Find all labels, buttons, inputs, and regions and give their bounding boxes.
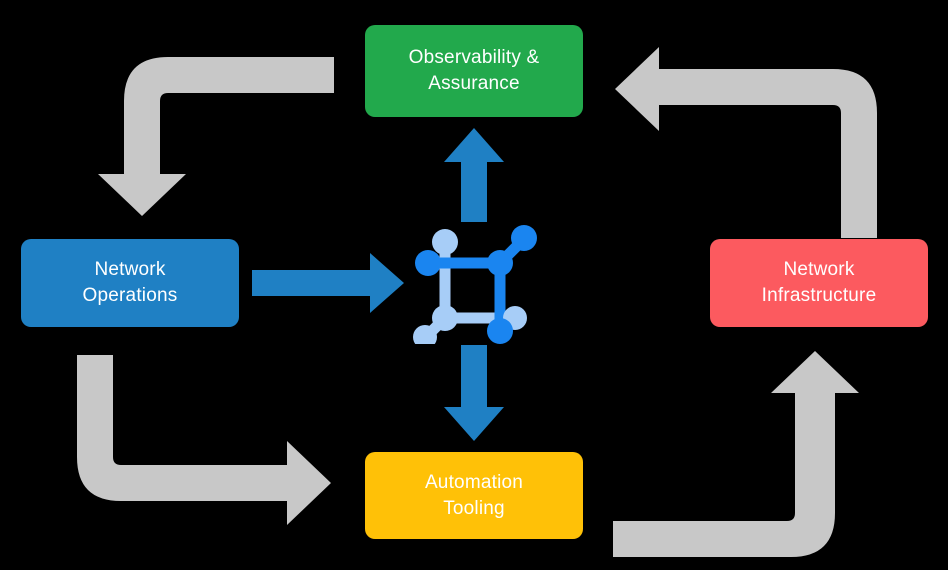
arrow-center-to-automation-tooling bbox=[444, 345, 504, 441]
arrow-network-infrastructure-to-observability bbox=[615, 47, 877, 238]
node-label-network-operations: Network Operations bbox=[82, 259, 178, 306]
arrow-automation-tooling-to-network-infrastructure bbox=[613, 351, 859, 557]
node-label-network-infrastructure: Network Infrastructure bbox=[761, 259, 877, 306]
node-network-infrastructure[interactable]: Network Infrastructure bbox=[710, 239, 928, 327]
network-topology-icon bbox=[413, 225, 537, 344]
node-network-operations[interactable]: Network Operations bbox=[21, 239, 239, 327]
node-label-automation-tooling: Automation Tooling bbox=[424, 471, 524, 519]
node-automation-tooling[interactable]: Automation Tooling bbox=[365, 452, 583, 539]
arrow-network-operations-to-automation-tooling bbox=[77, 355, 331, 525]
arrow-network-operations-to-center bbox=[252, 253, 404, 313]
arrow-observability-to-network-operations bbox=[98, 57, 334, 216]
node-label-observability-assurance: Observability & Assurance bbox=[408, 47, 540, 94]
arrow-center-to-observability bbox=[444, 128, 504, 222]
node-observability-assurance[interactable]: Observability & Assurance bbox=[365, 25, 583, 117]
